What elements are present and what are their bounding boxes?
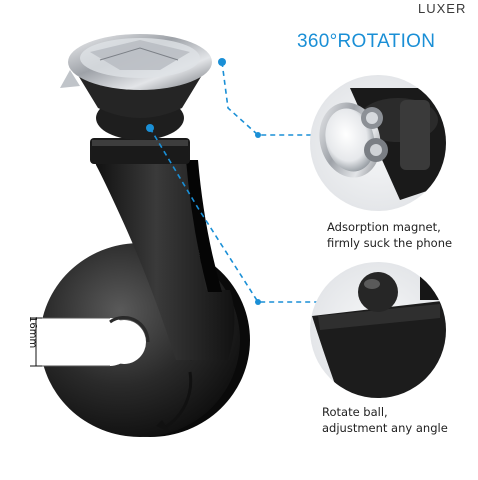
magnet-head <box>60 34 212 140</box>
callout-ball: Rotate ball, adjustment any angle <box>322 404 448 436</box>
holder-arm <box>90 138 235 360</box>
detail-ball-zoom <box>310 262 446 398</box>
callout-magnet: Adsorption magnet, firmly suck the phone <box>327 219 452 251</box>
callout-ball-line2: adjustment any angle <box>322 421 448 435</box>
callout-ball-line1: Rotate ball, <box>322 405 388 419</box>
callout-magnet-line2: firmly suck the phone <box>327 236 453 250</box>
detail-magnet-zoom <box>310 75 446 211</box>
connector-lines <box>149 61 345 303</box>
callout-magnet-line1: Adsorption magnet, <box>327 220 441 234</box>
headline-rotation: 360°ROTATION <box>297 31 436 52</box>
brand-logo: LUXER <box>418 1 467 16</box>
